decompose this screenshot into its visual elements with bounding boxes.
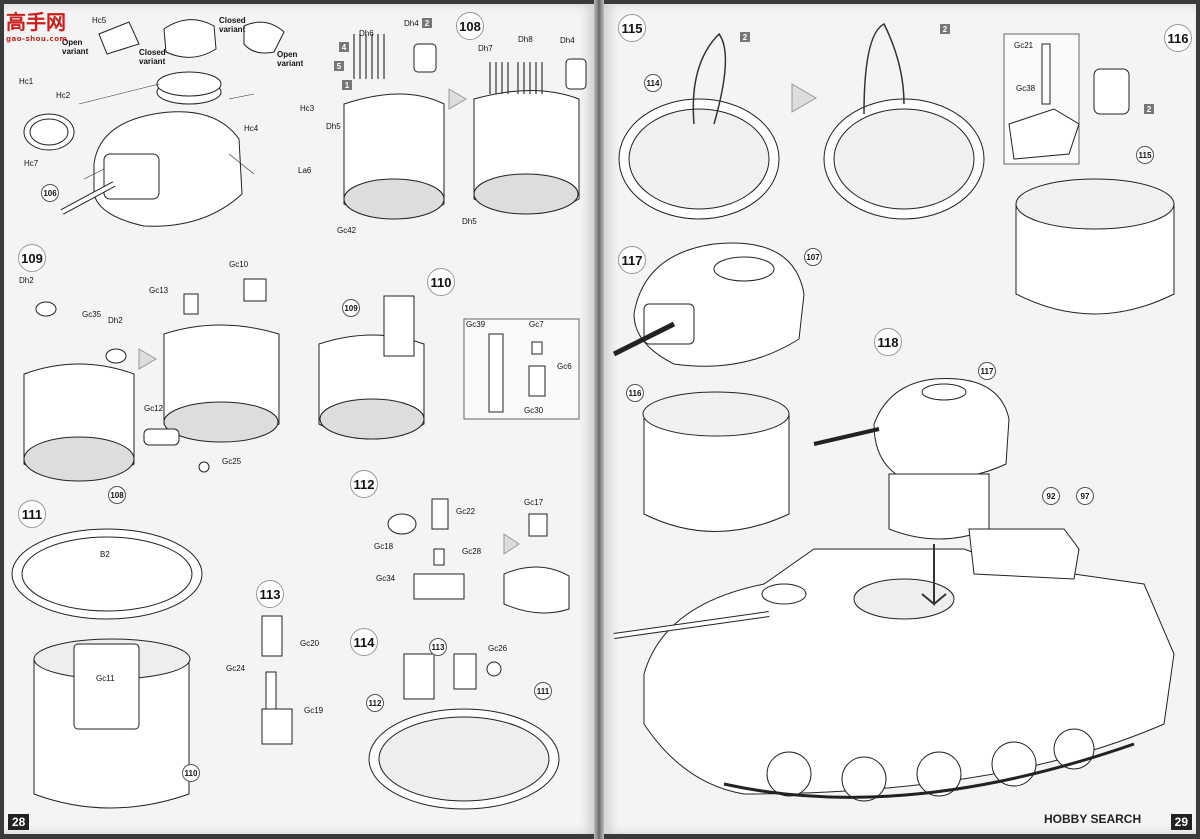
qty-box: 2: [740, 32, 750, 42]
ref-marker: 107: [804, 248, 822, 266]
ref-marker: 106: [41, 184, 59, 202]
step-number: 117: [618, 246, 646, 274]
ref-marker: 111: [534, 682, 552, 700]
ref-marker: 109: [342, 299, 360, 317]
right-page: 115 114 2 2 116 Gc21 Gc38 2 115 117 107 …: [604, 4, 1196, 834]
part-label: Gc13: [149, 286, 169, 295]
hobby-search-watermark: HOBBY SEARCH: [1044, 812, 1142, 826]
tank-illustration: [612, 22, 1175, 802]
page-number: 29: [1170, 814, 1192, 830]
part-label: Dh6: [359, 29, 374, 38]
part-label: Gc34: [376, 574, 396, 583]
page-number: 28: [8, 814, 30, 830]
note-open-variant: Open variant: [277, 50, 304, 68]
part-label: Dh4: [404, 19, 419, 28]
logo-text: 高手网: [6, 10, 66, 34]
part-label: Dh4: [560, 36, 575, 45]
ref-marker: 97: [1076, 487, 1094, 505]
ref-marker: 92: [1042, 487, 1060, 505]
ref-marker: 117: [978, 362, 996, 380]
step-number: 116: [1164, 24, 1192, 52]
part-label: Dh2: [108, 316, 123, 325]
part-label: Gc18: [374, 542, 394, 551]
qty-box: 4: [339, 42, 349, 52]
part-label: Gc21: [1014, 41, 1034, 50]
left-page: Hc5 Open variant Closed variant Closed v…: [4, 4, 594, 834]
part-label: Gc19: [304, 706, 324, 715]
part-label: Dh5: [462, 217, 477, 226]
page-gutter: [594, 0, 604, 839]
qty-box: 2: [1144, 104, 1154, 114]
part-label: Gc22: [456, 507, 476, 516]
part-label: Hc1: [19, 77, 34, 86]
step-number: 114: [350, 628, 378, 656]
ref-marker: 116: [626, 384, 644, 402]
part-label: Dh7: [478, 44, 493, 53]
step-number: 113: [256, 580, 284, 608]
note-open-variant: Open variant: [62, 38, 89, 56]
ref-marker: 108: [108, 486, 126, 504]
part-label: Hc7: [24, 159, 39, 168]
turret-illustration-107: [11, 19, 587, 810]
part-label: Gc17: [524, 498, 544, 507]
qty-box: 2: [422, 18, 432, 28]
part-label: La6: [298, 166, 312, 175]
part-label: B2: [100, 550, 110, 559]
part-label: Gc39: [466, 320, 486, 329]
part-label: Dh2: [19, 276, 34, 285]
site-logo: 高手网 gao-shou.com: [6, 6, 67, 43]
ref-marker: 114: [644, 74, 662, 92]
part-label: Hc3: [300, 104, 315, 113]
logo-url: gao-shou.com: [6, 35, 68, 43]
step-number: 111: [18, 500, 46, 528]
part-label: Gc11: [96, 674, 115, 683]
step-number: 112: [350, 470, 378, 498]
ref-marker: 113: [429, 638, 447, 656]
part-label: Gc12: [144, 404, 164, 413]
note-closed-variant: Closed variant: [139, 48, 166, 66]
part-label: Gc38: [1016, 84, 1036, 93]
part-label: Gc25: [222, 457, 242, 466]
part-label: Gc10: [229, 260, 249, 269]
part-label: Hc5: [92, 16, 107, 25]
part-label: Gc35: [82, 310, 102, 319]
part-label: Dh8: [518, 35, 533, 44]
step-number: 115: [618, 14, 646, 42]
step-number: 110: [427, 268, 455, 296]
part-label: Dh5: [326, 122, 341, 131]
part-label: Gc6: [557, 362, 572, 371]
part-label: Hc2: [56, 91, 71, 100]
part-label: Gc7: [529, 320, 544, 329]
step-number: 118: [874, 328, 902, 356]
part-label: Hc4: [244, 124, 259, 133]
ref-marker: 115: [1136, 146, 1154, 164]
ref-marker: 110: [182, 764, 200, 782]
part-label: Gc42: [337, 226, 357, 235]
part-label: Gc28: [462, 547, 482, 556]
qty-box: 5: [334, 61, 344, 71]
part-label: Gc30: [524, 406, 544, 415]
ref-marker: 112: [366, 694, 384, 712]
step-number: 108: [456, 12, 484, 40]
part-label: Gc26: [488, 644, 508, 653]
part-label: Gc24: [226, 664, 246, 673]
part-label: Gc20: [300, 639, 320, 648]
step-number: 109: [18, 244, 46, 272]
note-closed-variant: Closed variant: [219, 16, 246, 34]
qty-box: 2: [940, 24, 950, 34]
qty-box: 1: [342, 80, 352, 90]
